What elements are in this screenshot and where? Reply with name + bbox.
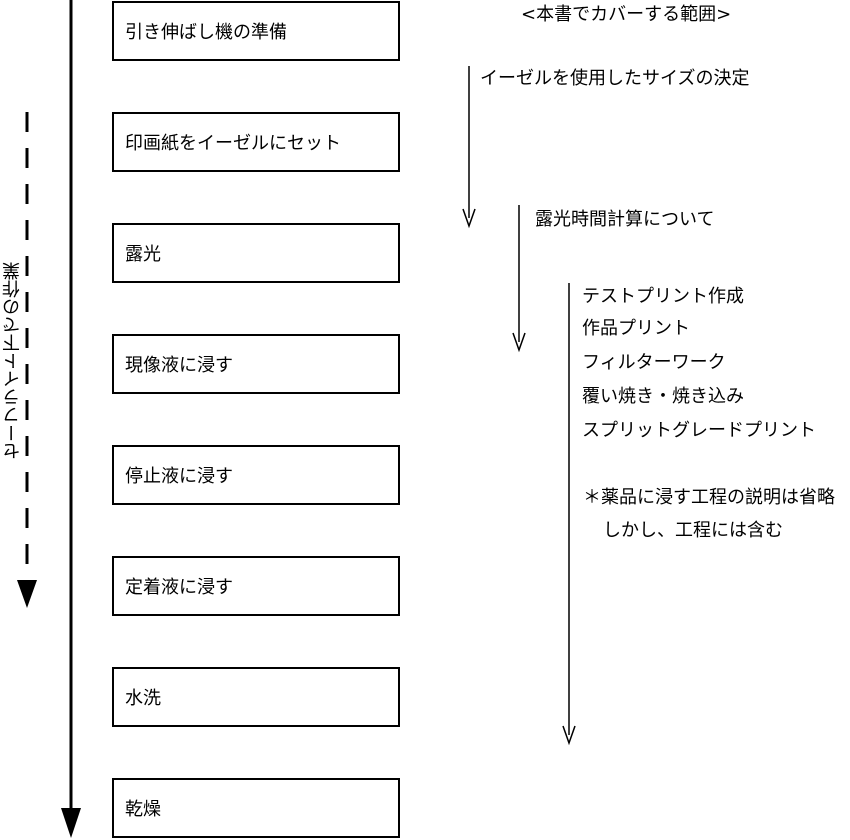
step-label: 乾燥 xyxy=(125,799,161,820)
step-box-developer: 現像液に浸す xyxy=(112,334,400,394)
scope-title: <本書でカバーする範囲> xyxy=(521,4,732,25)
step-label: 停止液に浸す xyxy=(125,466,233,487)
step-label: 定着液に浸す xyxy=(125,577,233,598)
step-box-dry: 乾燥 xyxy=(112,778,400,838)
scope-item-exposure-calc: 露光時間計算について xyxy=(535,209,715,230)
note-line-1: ＊薬品に浸す工程の説明は省略 xyxy=(583,487,835,508)
exposure-scope-arrowhead xyxy=(512,332,526,353)
step-label: 露光 xyxy=(125,244,161,265)
step-label: 印画紙をイーゼルにセット xyxy=(125,133,341,154)
technique-scope-arrowhead xyxy=(562,725,576,746)
technique-item: フィルターワーク xyxy=(582,352,726,373)
safelight-arrowhead xyxy=(17,580,37,608)
step-box-enlarger-prep: 引き伸ばし機の準備 xyxy=(112,1,400,61)
step-label: 現像液に浸す xyxy=(125,355,233,376)
easel-scope-arrowhead xyxy=(462,208,476,229)
step-box-exposure: 露光 xyxy=(112,223,400,283)
technique-item: 覆い焼き・焼き込み xyxy=(582,386,744,407)
technique-item: テストプリント作成 xyxy=(582,286,744,307)
step-box-fixer: 定着液に浸す xyxy=(112,556,400,616)
step-box-set-paper: 印画紙をイーゼルにセット xyxy=(112,112,400,172)
safelight-label: セーフライト下での作業 xyxy=(2,262,23,460)
step-box-wash: 水洗 xyxy=(112,667,400,727)
step-label: 水洗 xyxy=(125,688,161,709)
technique-item: スプリットグレードプリント xyxy=(582,420,816,441)
note-line-2: しかし、工程には含む xyxy=(603,520,783,541)
scope-item-easel-size: イーゼルを使用したサイズの決定 xyxy=(480,68,750,89)
main-process-arrowhead xyxy=(61,808,81,838)
step-box-stop-bath: 停止液に浸す xyxy=(112,445,400,505)
step-label: 引き伸ばし機の準備 xyxy=(125,22,287,43)
technique-item: 作品プリント xyxy=(582,318,690,339)
